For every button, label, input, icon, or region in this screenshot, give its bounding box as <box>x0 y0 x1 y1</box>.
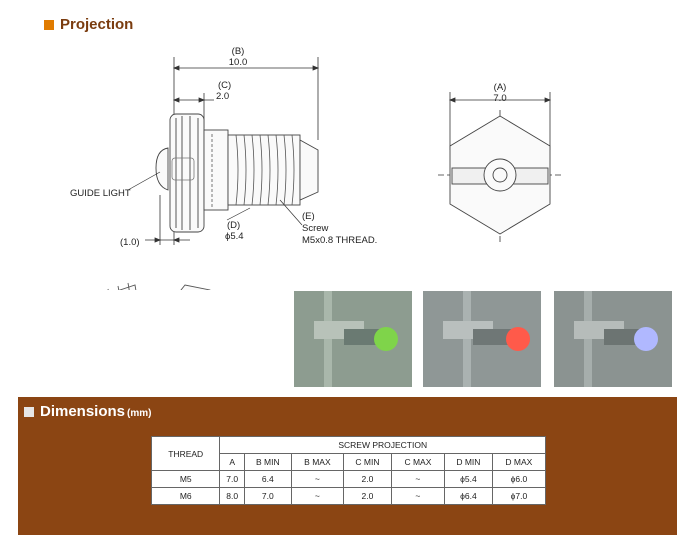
dim-a-value: 7.0 <box>493 93 506 104</box>
technical-drawing: (B) 10.0 (C) 2.0 GUIDE LIGHT (D) ϕ5.4 (E… <box>70 46 562 290</box>
column-header: D MIN <box>444 453 493 471</box>
table-cell: 7.0 <box>243 487 292 505</box>
table-cell: ~ <box>290 487 345 505</box>
column-header: A <box>219 453 245 471</box>
column-header: B MIN <box>243 453 292 471</box>
dim-c-value: 2.0 <box>216 91 229 102</box>
table-cell: ϕ6.4 <box>444 487 493 505</box>
red-glow-icon <box>506 327 530 351</box>
thread-cell: M6 <box>150 487 221 505</box>
dim-e-thread: M5x0.8 THREAD. <box>302 235 377 246</box>
white-square-bullet-icon <box>24 406 34 417</box>
dim-d-label: (D) <box>227 220 240 231</box>
table-cell: 2.0 <box>343 487 392 505</box>
projection-title: Projection <box>60 16 134 33</box>
table-cell: ~ <box>390 487 446 505</box>
photo-green-led <box>294 291 412 387</box>
dim-e-screw: Screw <box>302 223 329 234</box>
projection-heading: Projection <box>44 16 133 33</box>
dimensions-unit: (mm) <box>127 407 152 419</box>
table-cell: ϕ5.4 <box>444 470 493 488</box>
table-cell: ~ <box>290 470 345 488</box>
photo-red-led <box>423 291 541 387</box>
column-header: C MAX <box>390 453 446 471</box>
table-cell: 8.0 <box>219 487 245 505</box>
table-row: M6 8.0 7.0 ~ 2.0 ~ ϕ6.4 ϕ7.0 <box>150 487 547 505</box>
dimensions-table: THREAD SCREW PROJECTION A B MIN B MAX C … <box>150 436 547 505</box>
photo-blue-led <box>554 291 672 387</box>
guide-light-label: GUIDE LIGHT <box>70 188 131 199</box>
column-header: D MAX <box>491 453 547 471</box>
orange-square-bullet-icon <box>44 19 54 30</box>
dimensions-title: Dimensions <box>40 403 126 420</box>
thread-cell: M5 <box>150 470 221 488</box>
dim-e-label: (E) <box>302 211 315 222</box>
table-cell: ~ <box>390 470 446 488</box>
green-glow-icon <box>374 327 398 351</box>
table-cell: 6.4 <box>243 470 292 488</box>
isometric-screw-left <box>107 282 137 290</box>
table-cell: 7.0 <box>219 470 245 488</box>
dim-d-value: ϕ5.4 <box>225 231 244 242</box>
dimensions-heading: Dimensions (mm) <box>24 403 151 420</box>
table-cell: ϕ7.0 <box>491 487 547 505</box>
blue-glow-icon <box>634 327 658 351</box>
column-header: C MIN <box>343 453 392 471</box>
screw-projection-header: SCREW PROJECTION <box>219 436 546 454</box>
table-row: M5 7.0 6.4 ~ 2.0 ~ ϕ5.4 ϕ6.0 <box>150 470 547 488</box>
dim-offset-value: (1.0) <box>120 237 140 248</box>
screw-front-view <box>449 115 551 235</box>
screw-side-view <box>155 113 319 233</box>
isometric-screw-right <box>180 284 211 290</box>
table-cell: ϕ6.0 <box>491 470 547 488</box>
dim-b-label: (B) <box>232 46 245 57</box>
thread-header: THREAD <box>150 436 221 471</box>
column-header: B MAX <box>290 453 345 471</box>
dim-b-value: 10.0 <box>229 57 248 68</box>
dim-a-label: (A) <box>494 82 507 93</box>
dim-c-label: (C) <box>218 80 231 91</box>
table-cell: 2.0 <box>343 470 392 488</box>
